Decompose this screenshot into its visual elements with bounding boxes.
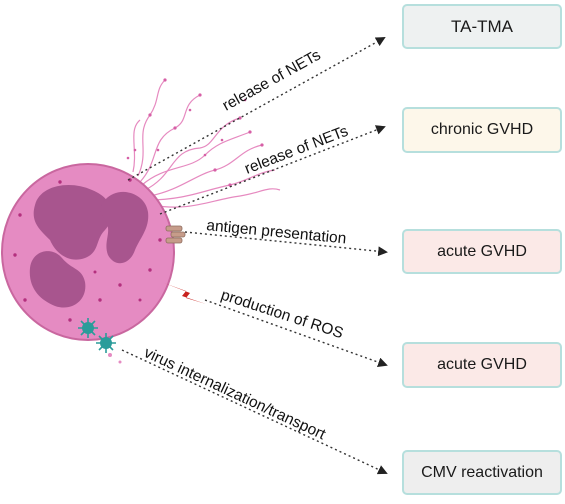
- outcome-box-chronic-gvhd: chronic GVHD: [402, 107, 562, 153]
- outcome-box-acute-gvhd-2: acute GVHD: [402, 342, 562, 388]
- outcome-label-cmv-reactivation: CMV reactivation: [421, 463, 543, 481]
- label-production-ros: production of ROS: [219, 287, 346, 343]
- arrow-ta-tma: [127, 37, 386, 181]
- label-release-nets-lower: release of NETs: [242, 123, 350, 178]
- virus-icon: [78, 318, 98, 338]
- outcome-box-cmv-reactivation: CMV reactivation: [402, 450, 562, 495]
- net-fibers: [132, 79, 281, 208]
- label-virus-transport: virus internalization/transport: [141, 344, 328, 443]
- outcome-label-acute-gvhd-1: acute GVHD: [437, 242, 527, 260]
- outcome-label-ta-tma: TA-TMA: [450, 16, 513, 36]
- arrow-acute-gvhd-1: [184, 231, 388, 257]
- neutrophil-cell: [1, 163, 175, 364]
- connector-arrows: [121, 37, 388, 475]
- outcome-label-acute-gvhd-2: acute GVHD: [437, 356, 527, 373]
- arrow-cmv: [121, 349, 388, 475]
- virus-icon: [96, 333, 116, 353]
- nucleus-lobe-bottom: [29, 251, 86, 308]
- ros-lightning-icon: [164, 283, 206, 304]
- arrow-acute-gvhd-2: [204, 299, 388, 367]
- outcome-box-ta-tma: TA-TMA: [402, 4, 562, 49]
- outcome-label-chronic-gvhd: chronic GVHD: [430, 121, 534, 138]
- nucleus-lobe-top: [33, 185, 112, 260]
- nucleus-lobe-right: [100, 191, 149, 264]
- antigen-receptor-icon: [165, 225, 186, 244]
- arrow-chronic-gvhd: [159, 125, 386, 215]
- outcome-box-acute-gvhd-1: acute GVHD: [402, 229, 562, 274]
- label-antigen-presentation: antigen presentation: [206, 217, 347, 247]
